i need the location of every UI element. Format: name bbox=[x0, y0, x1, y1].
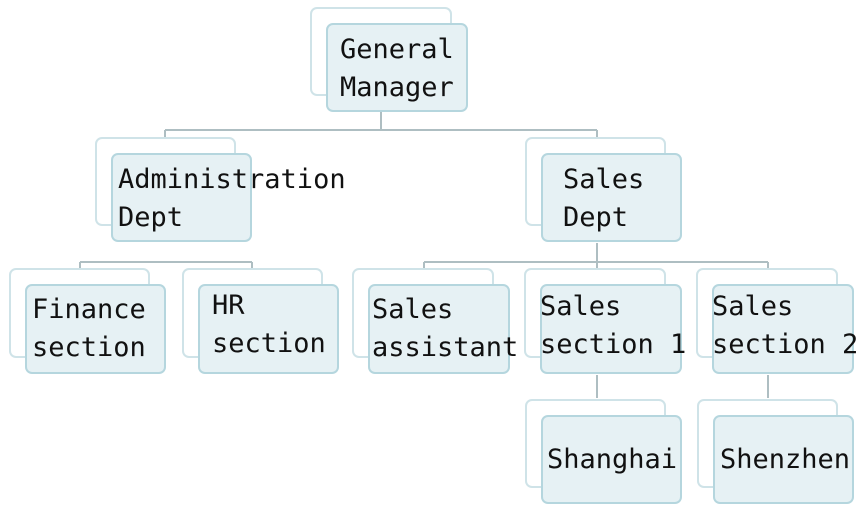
node-shenzhen: Shenzhen bbox=[697, 399, 854, 504]
node-administration-dept: Administration Dept bbox=[95, 137, 346, 242]
node-sales-dept: Sales Dept bbox=[525, 137, 682, 242]
hr-section-label: HR section bbox=[212, 290, 326, 359]
node-card bbox=[713, 415, 854, 504]
node-shanghai: Shanghai bbox=[525, 399, 682, 504]
general-manager-label: General Manager bbox=[340, 34, 454, 103]
node-sales-assistant: Sales assistant bbox=[352, 268, 518, 374]
node-sales-section-2: Sales section 2 bbox=[696, 268, 858, 374]
administration-dept-label: Administration Dept bbox=[118, 164, 346, 233]
sales-section-1-label: Sales section 1 bbox=[540, 291, 687, 360]
node-sales-section-1: Sales section 1 bbox=[524, 268, 686, 374]
node-card bbox=[111, 153, 252, 242]
node-card bbox=[712, 284, 854, 374]
node-card bbox=[198, 284, 339, 374]
sales-section-2-label: Sales section 2 bbox=[712, 291, 859, 360]
node-hr-section: HR section bbox=[182, 268, 339, 374]
node-card bbox=[540, 284, 682, 374]
node-card bbox=[368, 284, 510, 374]
node-card bbox=[541, 153, 682, 242]
node-card bbox=[541, 415, 682, 504]
node-card bbox=[326, 23, 468, 112]
finance-section-label: Finance section bbox=[32, 294, 146, 363]
sales-dept-label: Sales Dept bbox=[563, 164, 645, 233]
node-general-manager: General Manager bbox=[310, 7, 468, 112]
sales-assistant-label: Sales assistant bbox=[372, 294, 519, 363]
node-card bbox=[25, 284, 166, 374]
shanghai-label: Shanghai bbox=[547, 444, 678, 475]
shenzhen-label: Shenzhen bbox=[720, 444, 851, 475]
node-finance-section: Finance section bbox=[9, 268, 166, 374]
